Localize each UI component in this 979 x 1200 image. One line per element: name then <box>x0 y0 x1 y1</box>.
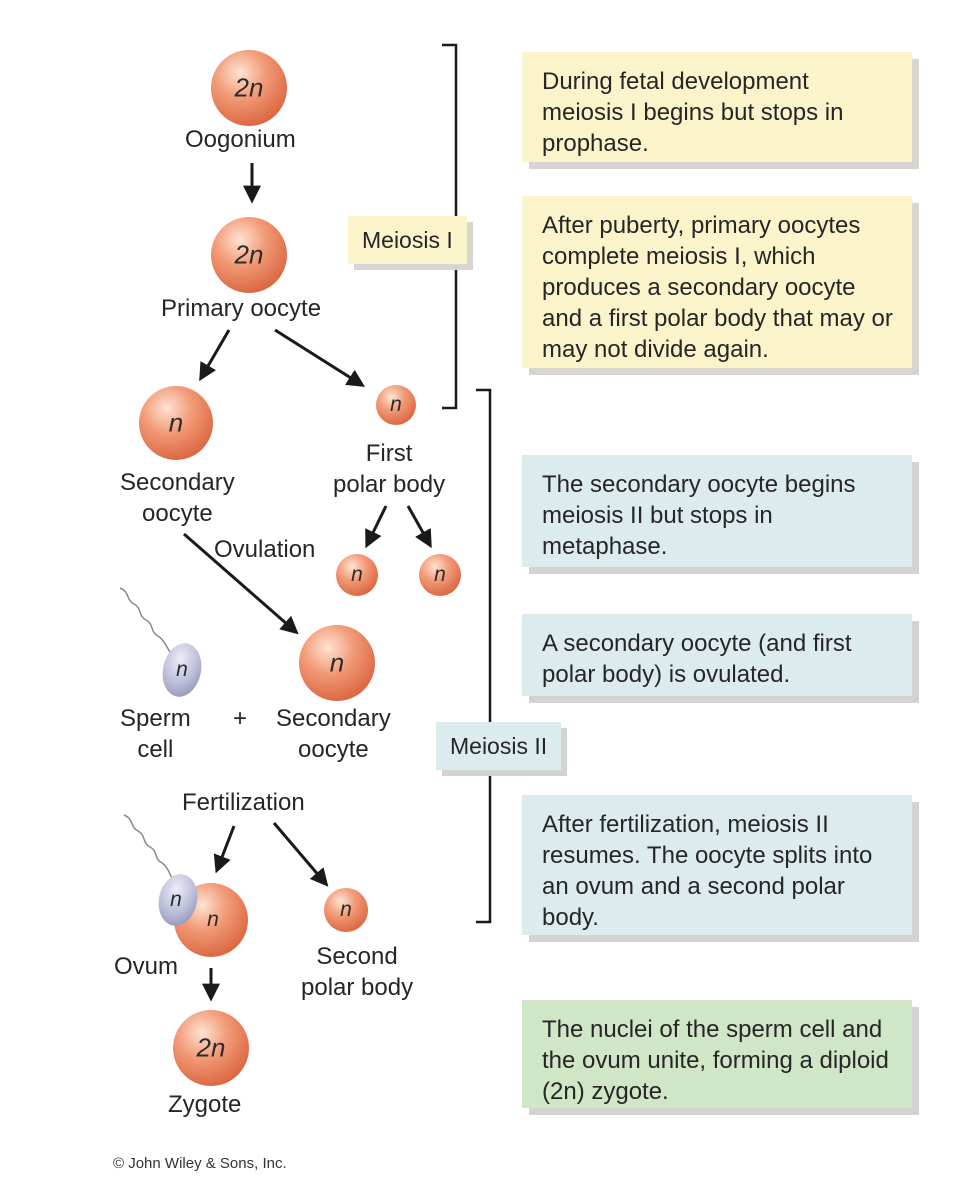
arrow-fertilization-to-ovum <box>213 825 236 874</box>
label-sperm-cell: Sperm cell <box>120 705 191 763</box>
label-ovulation: Ovulation <box>214 536 316 563</box>
note-after-puberty: After puberty, primary oocytes complete … <box>522 196 912 368</box>
label-zygote: Zygote <box>168 1091 242 1118</box>
secondary-oocyte-ploidy: n <box>168 407 184 438</box>
copyright-notice: © John Wiley & Sons, Inc. <box>113 1155 287 1172</box>
label-fertilization: Fertilization <box>182 789 305 816</box>
ovulated-oocyte-ploidy: n <box>329 647 345 678</box>
meiosis-2-bracket <box>476 388 492 924</box>
tag-meiosis-2: Meiosis II <box>436 722 562 770</box>
arrow-fertilization-to-polar <box>272 822 329 887</box>
sperm-tail-1 <box>119 587 171 653</box>
cell-first-polar-body <box>376 385 416 425</box>
note-after-fertilization: After fertilization, meiosis II resumes.… <box>522 795 912 935</box>
arrow-primary-to-polar <box>274 328 366 387</box>
cell-ovum-sperm <box>158 874 198 926</box>
oogonium-ploidy: 2n <box>234 72 264 103</box>
zygote-ploidy: 2n <box>196 1032 226 1063</box>
sperm-ploidy: n <box>176 658 188 681</box>
arrow-ovulation <box>183 532 299 635</box>
cell-secondary-oocyte <box>139 386 213 460</box>
label-ovum: Ovum <box>114 953 179 980</box>
tag-meiosis-1: Meiosis I <box>348 216 467 264</box>
cell-second-polar-body <box>324 888 368 932</box>
cell-primary-oocyte <box>211 217 287 293</box>
polar-division-2-ploidy: n <box>434 563 446 586</box>
cell-oogonium <box>211 50 287 126</box>
note-ovulated: A secondary oocyte (and first polar body… <box>522 614 912 696</box>
arrow-polar-to-division-1 <box>365 505 388 549</box>
cell-sperm <box>162 643 202 697</box>
ovum-sperm-ploidy: n <box>170 888 182 911</box>
cell-polar-division-2 <box>419 554 461 596</box>
cell-zygote <box>173 1010 249 1086</box>
second-polar-body-ploidy: n <box>340 898 352 921</box>
label-second-polar-body: Second polar body <box>301 943 414 1001</box>
label-secondary-oocyte: Secondary oocyte <box>120 469 235 527</box>
first-polar-body-ploidy: n <box>390 393 402 416</box>
arrow-polar-to-division-2 <box>406 505 432 549</box>
cell-ovulated-oocyte <box>299 625 375 701</box>
note-meiosis-2-begins: The secondary oocyte begins meiosis II b… <box>522 455 912 567</box>
label-first-polar-body: First polar body <box>333 440 446 498</box>
ovum-ploidy: n <box>207 908 219 931</box>
label-plus: + <box>233 705 248 732</box>
note-zygote: The nuclei of the sperm cell and the ovu… <box>522 1000 912 1108</box>
arrow-primary-to-secondary <box>199 329 231 382</box>
cell-polar-division-1 <box>336 554 378 596</box>
polar-division-1-ploidy: n <box>351 563 363 586</box>
label-secondary-oocyte-ovulated: Secondary oocyte <box>276 705 391 763</box>
primary-oocyte-ploidy: 2n <box>234 239 264 270</box>
sperm-tail-2 <box>123 814 175 883</box>
label-oogonium: Oogonium <box>185 126 296 153</box>
label-primary-oocyte: Primary oocyte <box>161 295 322 322</box>
note-fetal-development: During fetal development meiosis I begin… <box>522 52 912 162</box>
